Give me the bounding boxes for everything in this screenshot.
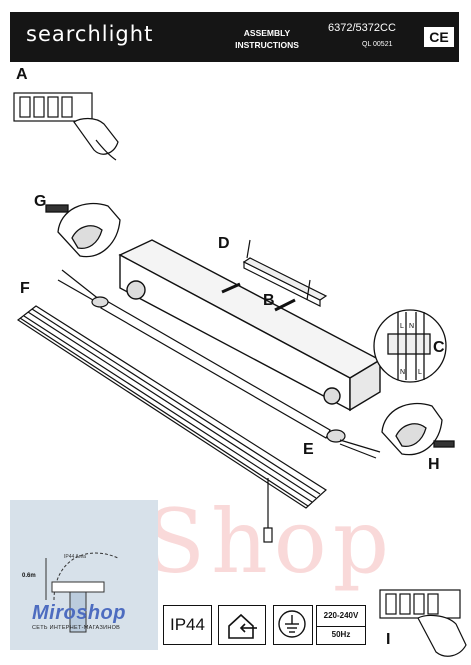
double-insulation-icon [218,605,266,645]
electrical-rating: 220-240V 50Hz [316,605,366,645]
ql-code: QL 00521 [362,41,393,48]
step-a-terminal [13,92,119,161]
terminal-letter-2: N [409,323,414,330]
ce-mark: CE [424,27,454,47]
diffuser [16,305,327,543]
frequency-label: 50Hz [331,630,351,639]
voltage-label: 220-240V [317,606,365,627]
document-title: ASSEMBLY INSTRUCTIONS [235,28,299,50]
label-g: G [34,193,47,210]
label-i: I [386,631,391,648]
label-a: A [16,66,28,83]
shop-tagline: СЕТЬ ИНТЕРНЕТ-МАГАЗИНОВ [32,625,121,631]
bathroom-zone-illustration [45,552,119,633]
shop-logo: Miroshop [32,602,126,624]
header-bar: searchlight ASSEMBLY INSTRUCTIONS 6372/5… [10,12,459,62]
bracket-d [221,239,328,312]
earth-symbol-icon [273,605,313,645]
ip-zone-label: IP44 Area [64,554,86,560]
label-e: E [303,441,314,458]
step-h-endcap [381,402,455,456]
brand-logo: searchlight [26,22,154,46]
label-c: C [433,339,445,356]
terminal-letter-4: L [418,369,422,376]
label-f: F [20,280,30,297]
terminal-letter-3: N [400,369,405,376]
model-number: 6372/5372CC [328,22,396,34]
label-h: H [428,456,440,473]
detail-c [373,309,447,383]
height-label: 0.6m [22,573,36,579]
fluorescent-tube [57,269,381,459]
step-i-terminal [379,589,467,657]
ip-zone-inset: IP44 Area 0.6m Miroshop СЕТЬ ИНТЕРНЕТ-МА… [10,500,158,650]
ip44-rating: IP44 [163,605,212,645]
step-g-endcap [45,202,121,258]
label-b: B [263,292,275,309]
terminal-letter-1: L [400,323,404,330]
fixture-body [118,239,382,412]
label-d: D [218,235,230,252]
